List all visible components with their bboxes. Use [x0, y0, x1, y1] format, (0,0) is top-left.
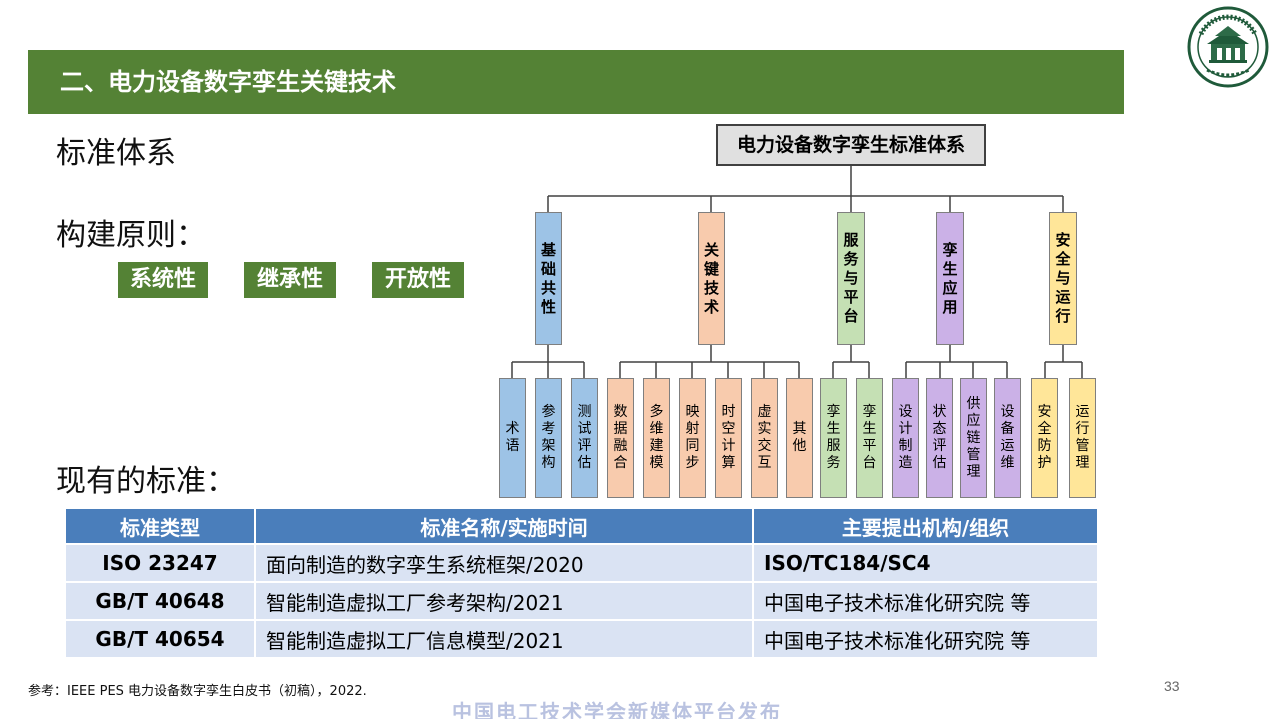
cell-std-code: ISO 23247 [66, 545, 256, 583]
leaf-label: 设备运维 [1000, 404, 1015, 471]
leaf-label: 多维建模 [649, 404, 664, 471]
leaf-label: 虚实交互 [757, 404, 772, 471]
leaf-reference-arch: 参考架构 [535, 378, 562, 498]
category-application-label: 孪生应用 [942, 240, 958, 316]
leaf-design-mfg: 设计制造 [892, 378, 919, 498]
heading-standard-system: 标准体系 [56, 136, 176, 171]
principle-systematic: 系统性 [118, 262, 208, 298]
leaf-label: 运行管理 [1075, 404, 1090, 471]
leaf-mapping-sync: 映射同步 [679, 378, 706, 498]
category-key-tech-label: 关键技术 [703, 240, 719, 316]
leaf-terminology: 术语 [499, 378, 526, 498]
watermark: 中国电工技术学会新媒体平台发布 [452, 700, 782, 719]
header-std-name: 标准名称/实施时间 [256, 509, 754, 545]
leaf-label: 孪生服务 [826, 404, 841, 471]
category-foundation: 基础共性 [535, 212, 562, 345]
cell-std-name: 智能制造虚拟工厂参考架构/2021 [256, 583, 754, 621]
leaf-data-fusion: 数据融合 [607, 378, 634, 498]
cell-std-name: 智能制造虚拟工厂信息模型/2021 [256, 621, 754, 659]
header-std-type: 标准类型 [66, 509, 256, 545]
cell-std-name: 面向制造的数字孪生系统框架/2020 [256, 545, 754, 583]
leaf-label: 状态评估 [932, 404, 947, 471]
category-service-platform-label: 服务与平台 [843, 231, 859, 325]
leaf-state-eval: 状态评估 [926, 378, 953, 498]
table-header-row: 标准类型 标准名称/实施时间 主要提出机构/组织 [66, 509, 1099, 545]
leaf-virtual-real: 虚实交互 [751, 378, 778, 498]
category-security-label: 安全与运行 [1055, 231, 1071, 325]
leaf-security-protection: 安全防护 [1031, 378, 1058, 498]
cell-org: 中国电子技术标准化研究院 等 [754, 583, 1099, 621]
leaf-supply-chain: 供应链管理 [960, 378, 987, 498]
category-key-tech: 关键技术 [698, 212, 725, 345]
title-bar: 二、电力设备数字孪生关键技术 [28, 50, 1124, 114]
category-security: 安全与运行 [1049, 212, 1077, 345]
leaf-twin-platform: 孪生平台 [856, 378, 883, 498]
leaf-spatiotemporal: 时空计算 [715, 378, 742, 498]
reference-note: 参考：IEEE PES 电力设备数字孪生白皮书（初稿），2022. [28, 684, 367, 699]
principle-inheritance: 继承性 [244, 262, 336, 298]
leaf-label: 数据融合 [613, 404, 628, 471]
heading-existing-standards: 现有的标准： [56, 464, 236, 499]
cell-std-code: GB/T 40648 [66, 583, 256, 621]
leaf-label: 参考架构 [541, 404, 556, 471]
cell-org: ISO/TC184/SC4 [754, 545, 1099, 583]
leaf-label: 时空计算 [721, 404, 736, 471]
leaf-equip-om: 设备运维 [994, 378, 1021, 498]
category-application: 孪生应用 [936, 212, 964, 345]
leaf-other: 其他 [786, 378, 813, 498]
leaf-label: 测试评估 [577, 404, 592, 471]
leaf-label: 设计制造 [898, 404, 913, 471]
tree-root: 电力设备数字孪生标准体系 [716, 124, 986, 166]
leaf-operation-mgmt: 运行管理 [1069, 378, 1096, 498]
cell-std-code: GB/T 40654 [66, 621, 256, 659]
principle-openness: 开放性 [372, 262, 464, 298]
leaf-label: 映射同步 [685, 404, 700, 471]
heading-principles: 构建原则： [56, 218, 206, 253]
table-row: ISO 23247 面向制造的数字孪生系统框架/2020 ISO/TC184/S… [66, 545, 1099, 583]
table-row: GB/T 40654 智能制造虚拟工厂信息模型/2021 中国电子技术标准化研究… [66, 621, 1099, 659]
leaf-label: 其他 [792, 421, 807, 454]
leaf-twin-service: 孪生服务 [820, 378, 847, 498]
standards-table: 标准类型 标准名称/实施时间 主要提出机构/组织 ISO 23247 面向制造的… [66, 509, 1099, 659]
cell-org: 中国电子技术标准化研究院 等 [754, 621, 1099, 659]
table-row: GB/T 40648 智能制造虚拟工厂参考架构/2021 中国电子技术标准化研究… [66, 583, 1099, 621]
leaf-label: 供应链管理 [966, 395, 981, 480]
category-service-platform: 服务与平台 [837, 212, 865, 345]
page-number: 33 [1164, 678, 1180, 694]
leaf-test-eval: 测试评估 [571, 378, 598, 498]
leaf-multi-modeling: 多维建模 [643, 378, 670, 498]
leaf-label: 安全防护 [1037, 404, 1052, 471]
leaf-label: 术语 [505, 421, 520, 454]
leaf-label: 孪生平台 [862, 404, 877, 471]
category-foundation-label: 基础共性 [540, 240, 556, 316]
slide-title: 二、电力设备数字孪生关键技术 [60, 68, 396, 96]
university-seal-icon [1187, 6, 1269, 88]
header-org: 主要提出机构/组织 [754, 509, 1099, 545]
